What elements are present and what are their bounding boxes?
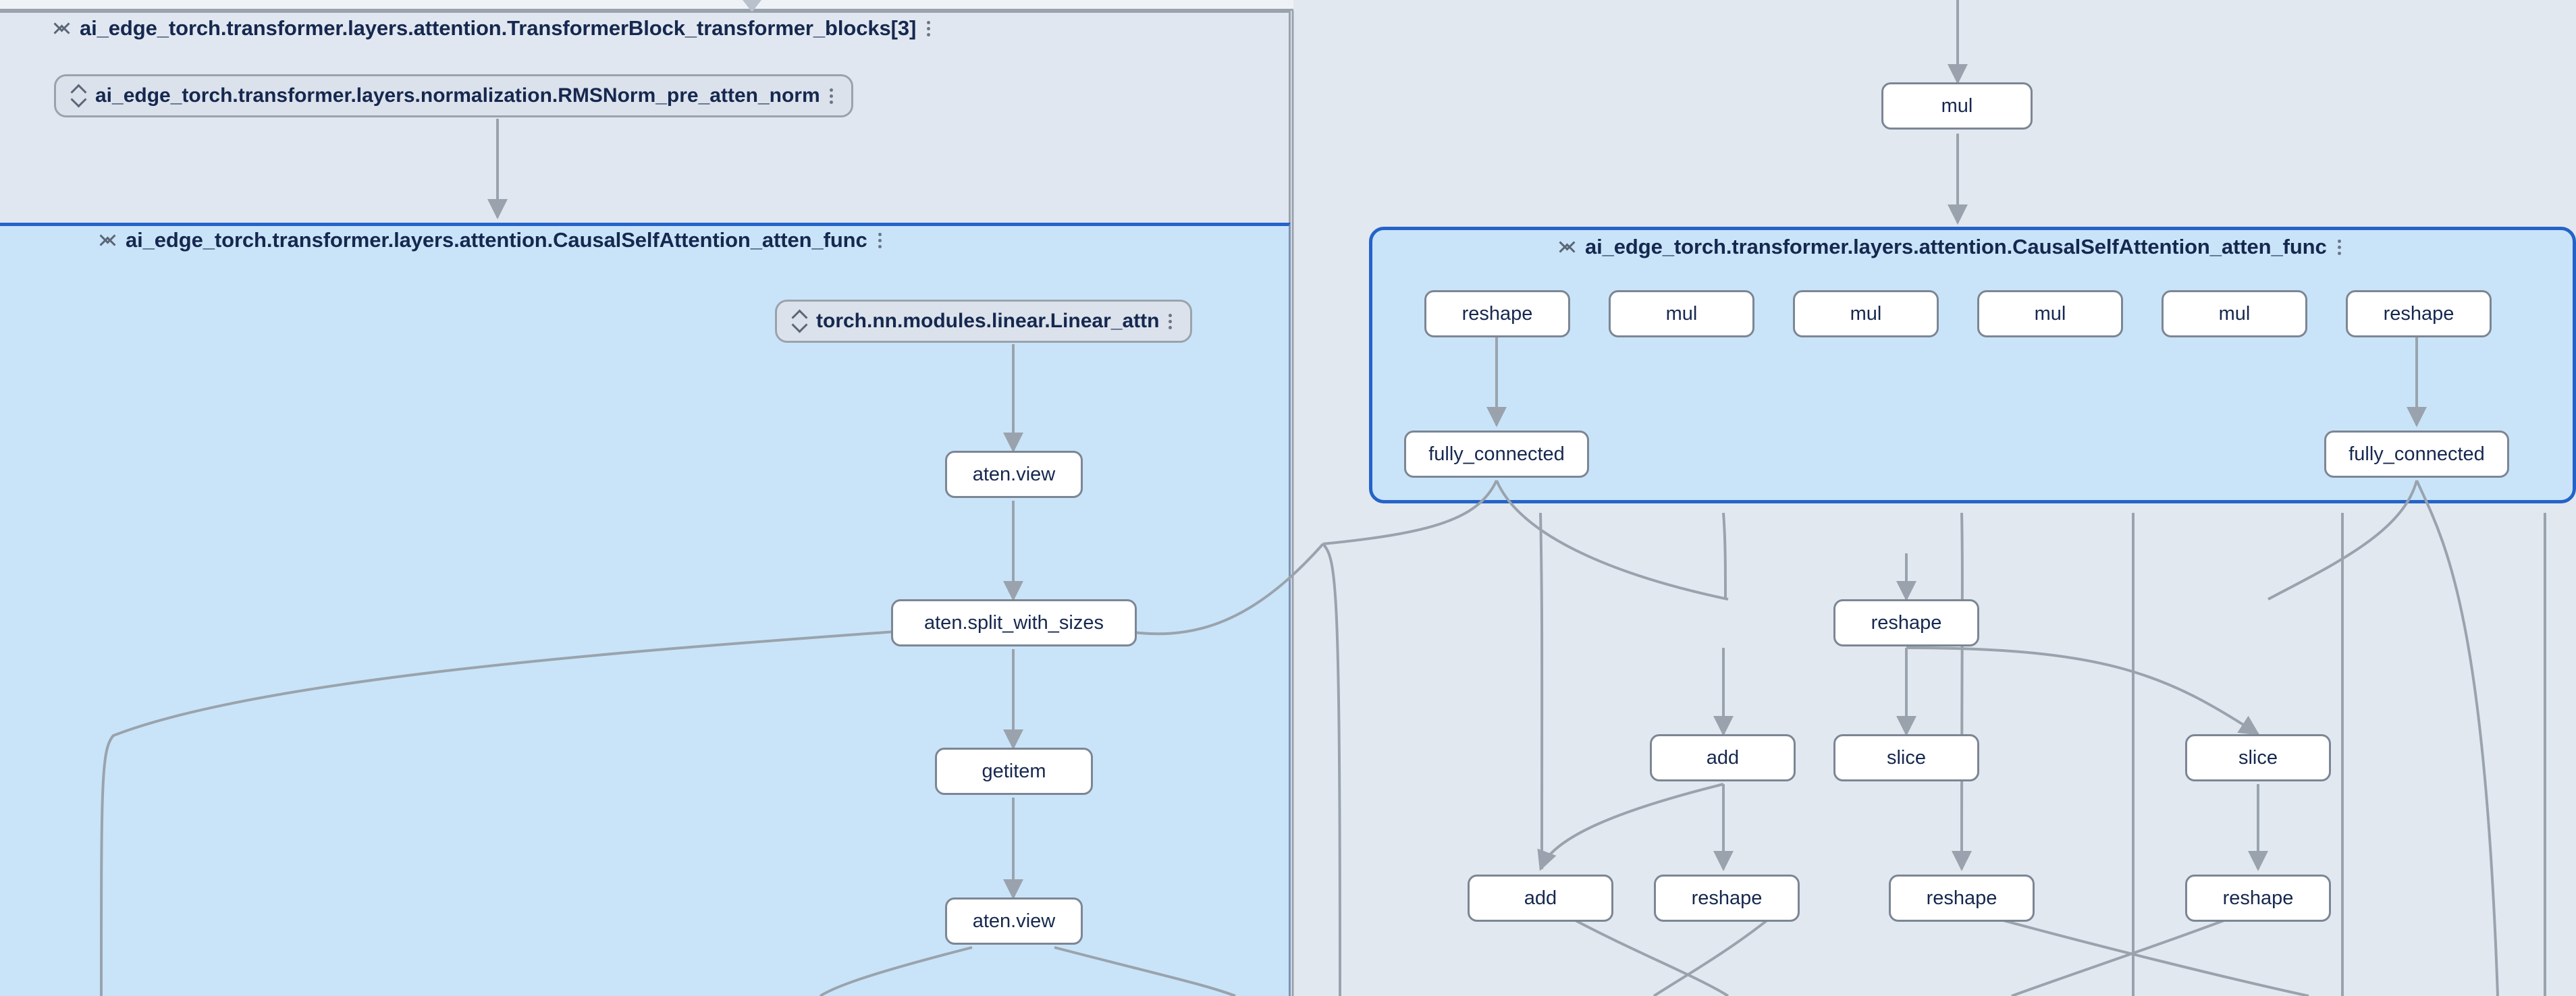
node-label: mul — [1665, 302, 1698, 325]
node-label: reshape — [1926, 887, 1997, 909]
collapse-icon[interactable] — [54, 17, 69, 40]
node-getitem[interactable]: getitem — [935, 748, 1093, 795]
node-label: fully_connected — [1428, 443, 1565, 465]
node-label: mul — [1941, 94, 1973, 117]
node-label: mul — [2034, 302, 2066, 325]
node-label: aten.view — [972, 463, 1056, 485]
node-fully-connected-right[interactable]: fully_connected — [2324, 431, 2509, 478]
node-add-2[interactable]: add — [1468, 875, 1613, 922]
node-label: add — [1524, 887, 1557, 909]
node-mul-d[interactable]: mul — [2162, 290, 2307, 337]
group-causal-self-attention-left-label: ai_edge_torch.transformer.layers.attenti… — [126, 228, 867, 252]
node-label: reshape — [2383, 302, 2454, 325]
node-label: aten.split_with_sizes — [924, 611, 1104, 634]
node-reshape-c[interactable]: reshape — [1654, 875, 1800, 922]
node-aten-split-with-sizes[interactable]: aten.split_with_sizes — [891, 599, 1137, 646]
node-slice-2[interactable]: slice — [2185, 734, 2331, 781]
node-label: reshape — [1691, 887, 1763, 909]
group-causal-self-attention-left-title[interactable]: ai_edge_torch.transformer.layers.attenti… — [100, 228, 885, 252]
node-label: reshape — [1871, 611, 1942, 634]
node-label: add — [1706, 746, 1740, 769]
node-label: mul — [1850, 302, 1882, 325]
node-mul-c[interactable]: mul — [1977, 290, 2123, 337]
node-label: slice — [1886, 746, 1926, 769]
group-transformer-block-label: ai_edge_torch.transformer.layers.attenti… — [80, 16, 917, 40]
node-reshape-b[interactable]: reshape — [2346, 290, 2492, 337]
node-mul-b[interactable]: mul — [1793, 290, 1939, 337]
group-transformer-block-title[interactable]: ai_edge_torch.transformer.layers.attenti… — [54, 16, 934, 40]
collapse-icon[interactable] — [100, 229, 115, 252]
kebab-menu-icon[interactable] — [878, 230, 885, 250]
node-reshape-mid[interactable]: reshape — [1833, 599, 1979, 646]
node-label: mul — [2218, 302, 2251, 325]
collapse-icon[interactable] — [1559, 236, 1574, 258]
node-linear-attn[interactable]: torch.nn.modules.linear.Linear_attn — [775, 300, 1193, 343]
node-label: slice — [2238, 746, 2278, 769]
node-rmsnorm-pre-atten-norm[interactable]: ai_edge_torch.transformer.layers.normali… — [54, 74, 853, 117]
node-slice-1[interactable]: slice — [1833, 734, 1979, 781]
node-fully-connected-left[interactable]: fully_connected — [1404, 431, 1589, 478]
panel-top-notch-icon — [743, 0, 761, 12]
expand-icon[interactable] — [792, 310, 807, 333]
kebab-menu-icon[interactable] — [2337, 237, 2344, 257]
node-reshape-e[interactable]: reshape — [2185, 875, 2331, 922]
kebab-menu-icon[interactable] — [927, 18, 934, 38]
node-label: reshape — [1461, 302, 1533, 325]
node-label: fully_connected — [2349, 443, 2485, 465]
panel-top-strip — [0, 0, 1293, 11]
node-add-1[interactable]: add — [1650, 734, 1796, 781]
kebab-menu-icon[interactable] — [829, 86, 836, 106]
node-linear-attn-label: torch.nn.modules.linear.Linear_attn — [816, 310, 1160, 332]
node-rmsnorm-label: ai_edge_torch.transformer.layers.normali… — [95, 84, 820, 107]
node-reshape-d[interactable]: reshape — [1889, 875, 2035, 922]
node-reshape-a[interactable]: reshape — [1424, 290, 1570, 337]
group-causal-self-attention-right-title[interactable]: ai_edge_torch.transformer.layers.attenti… — [1559, 235, 2344, 259]
node-label: getitem — [982, 760, 1046, 782]
node-mul-top[interactable]: mul — [1881, 82, 2033, 130]
node-aten-view-1[interactable]: aten.view — [945, 451, 1083, 498]
node-mul-a[interactable]: mul — [1609, 290, 1754, 337]
node-label: reshape — [2222, 887, 2294, 909]
group-causal-self-attention-right-label: ai_edge_torch.transformer.layers.attenti… — [1585, 235, 2327, 258]
node-label: aten.view — [972, 910, 1056, 932]
expand-icon[interactable] — [71, 84, 86, 107]
node-aten-view-2[interactable]: aten.view — [945, 897, 1083, 945]
kebab-menu-icon[interactable] — [1169, 311, 1175, 331]
